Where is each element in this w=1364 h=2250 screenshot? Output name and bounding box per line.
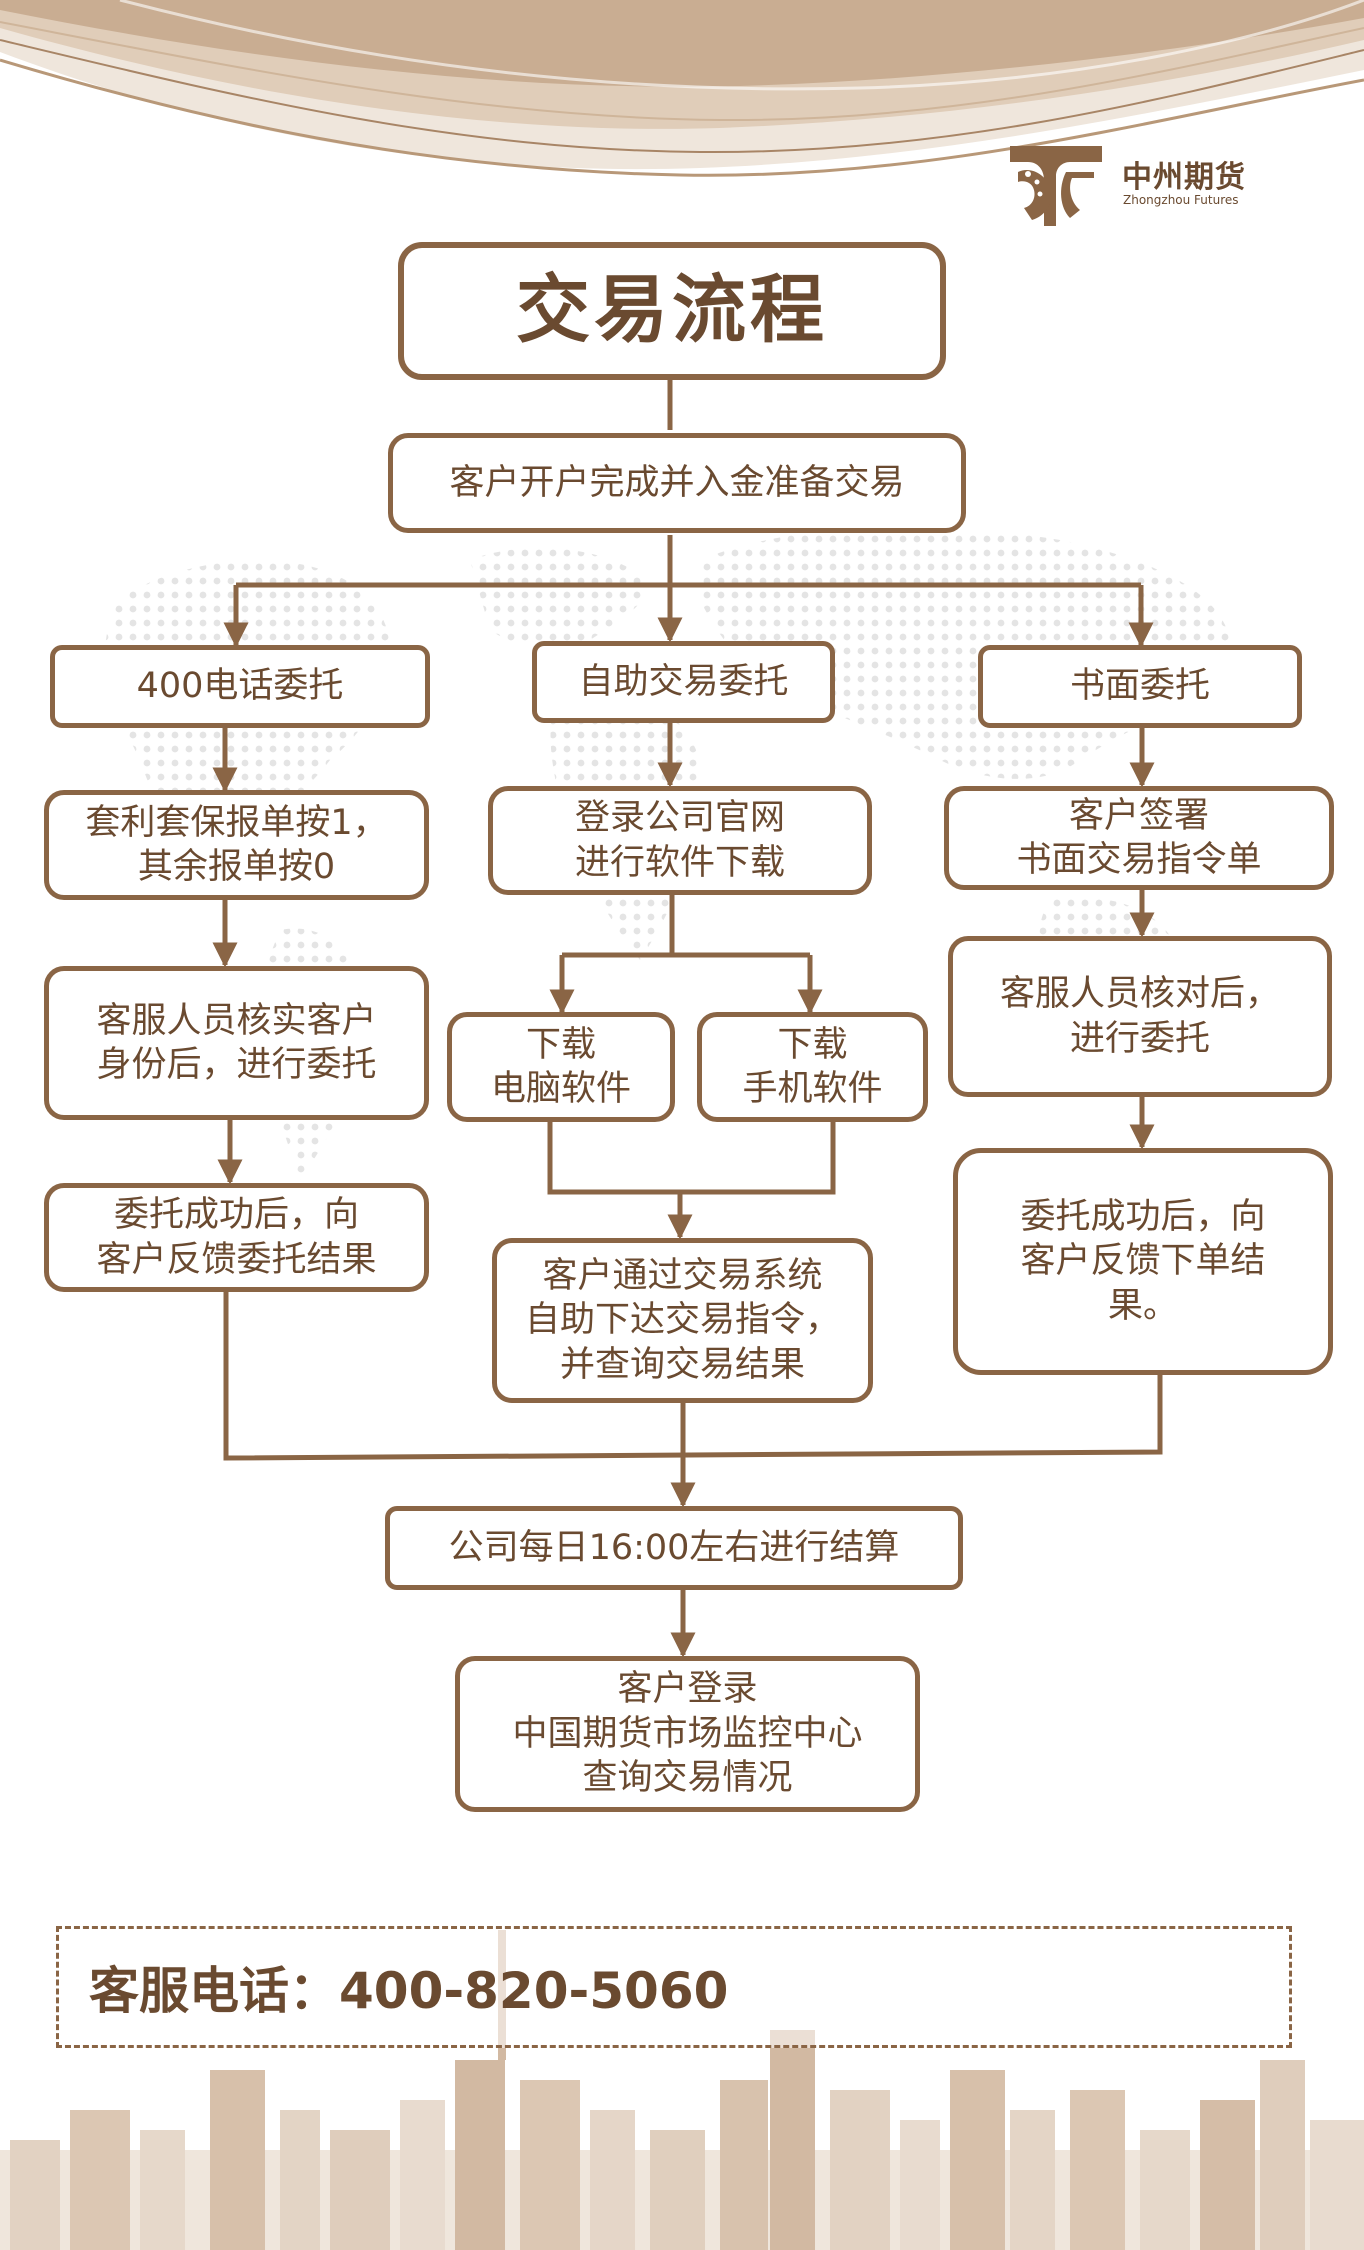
settlement-node: 公司每日16:00左右进行结算: [385, 1506, 963, 1590]
self-step-trade: 客户通过交易系统 自助下达交易指令， 并查询交易结果: [492, 1238, 873, 1403]
download-pc-software: 下载 电脑软件: [447, 1012, 675, 1122]
phone-step-keypad: 套利套保报单按1， 其余报单按0: [44, 790, 429, 900]
written-step-feedback: 委托成功后，向 客户反馈下单结 果。: [953, 1148, 1333, 1375]
page-title: 交易流程: [398, 242, 946, 380]
written-step-sign: 客户签署 书面交易指令单: [944, 786, 1334, 890]
phone-order-header: 400电话委托: [50, 645, 430, 728]
brand-name-cn: 中州期货: [1122, 160, 1246, 195]
phone-step-feedback: 委托成功后，向 客户反馈委托结果: [44, 1183, 429, 1292]
connector-line: [547, 1122, 836, 1195]
download-mobile-software: 下载 手机软件: [697, 1012, 928, 1122]
leopard-logo-icon: [1010, 146, 1102, 226]
final-node: 客户登录 中国期货市场监控中心 查询交易情况: [455, 1656, 920, 1812]
written-order-header: 书面委托: [978, 645, 1302, 728]
brand-name-en: Zhongzhou Futures: [1123, 193, 1239, 207]
start-node: 客户开户完成并入金准备交易: [388, 433, 966, 533]
top-wave-decoration: [0, 0, 1364, 177]
connector-line: [223, 1292, 1163, 1461]
city-skyline-decoration: [0, 1930, 1364, 2250]
company-logo: 中州期货 Zhongzhou Futures: [1010, 146, 1260, 226]
self-step-website: 登录公司官网 进行软件下载: [488, 786, 872, 895]
self-order-header: 自助交易委托: [532, 641, 835, 723]
hotline-banner: 客服电话：400-820-5060: [56, 1926, 1292, 2048]
phone-step-verify: 客服人员核实客户 身份后，进行委托: [44, 966, 429, 1120]
written-step-verify: 客服人员核对后， 进行委托: [948, 936, 1332, 1097]
